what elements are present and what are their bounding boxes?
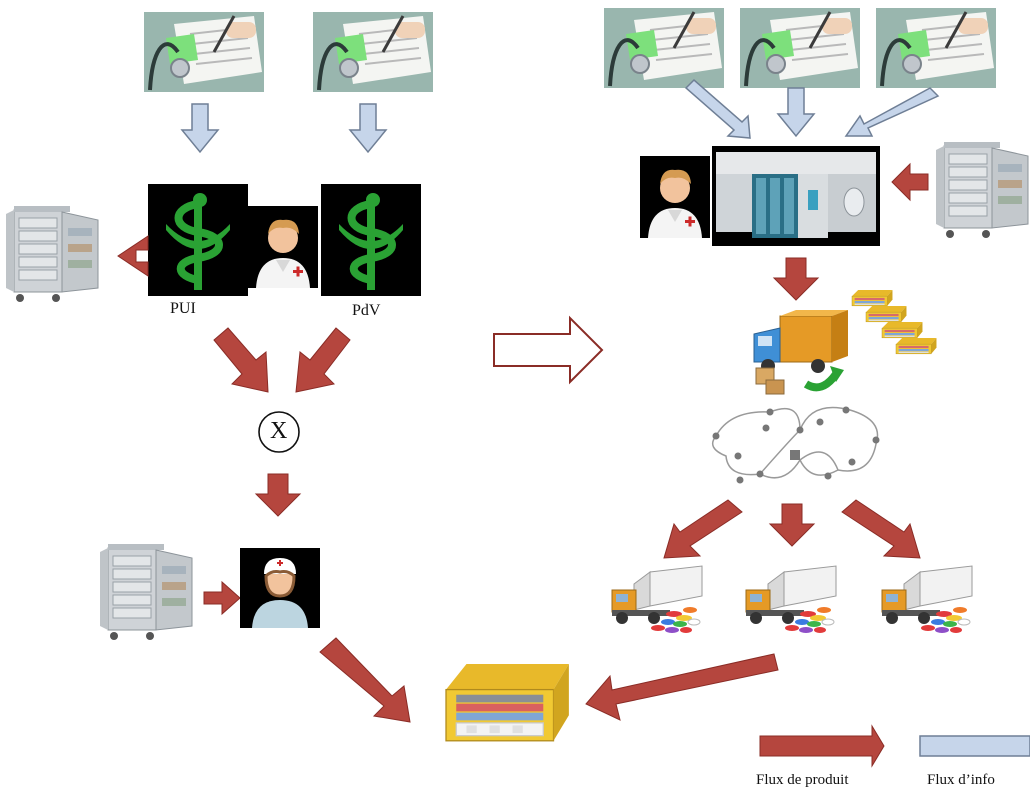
pharmacy-caduceus-icon: [148, 184, 248, 296]
medication-cart-icon: [935, 141, 1029, 239]
product-flow-arrow: [769, 503, 815, 547]
transition-arrow: [493, 315, 604, 385]
product-flow-arrow: [841, 499, 921, 559]
pharmacist-icon: [640, 156, 710, 238]
dump-truck-pills-icon: [881, 565, 973, 634]
prescription-photo-icon: [738, 6, 862, 90]
merge-symbol-label: X: [270, 418, 288, 444]
info-flow-arrow: [181, 103, 219, 153]
legend-product-flow-arrow: [759, 724, 885, 768]
pdv-label: PdV: [352, 302, 381, 319]
pharmacist-icon: [248, 206, 318, 288]
dump-truck-pills-icon: [611, 565, 703, 634]
legend-info-flow-arrow: [919, 735, 1030, 757]
robot-dispenser-icon: [712, 146, 880, 246]
pill-box-icon: [445, 664, 569, 742]
pill-box-icon: [895, 337, 937, 355]
info-flow-arrow: [349, 103, 387, 153]
prescription-photo-icon: [142, 10, 266, 94]
product-flow-arrow: [117, 235, 149, 277]
product-flow-arrow: [585, 653, 779, 721]
info-flow-arrow: [844, 87, 940, 137]
product-flow-arrow: [295, 327, 351, 393]
medication-cart-icon: [5, 205, 99, 303]
pui-label: PUI: [170, 300, 196, 317]
product-flow-arrow: [773, 257, 819, 301]
pharmacy-caduceus-icon: [321, 184, 421, 296]
nurse-icon: [238, 546, 322, 630]
left-current-process: [5, 10, 435, 723]
product-flow-arrow: [213, 327, 269, 393]
prescription-photo-icon: [311, 10, 435, 94]
prescription-photo-icon: [602, 6, 726, 90]
delivery-truck-icon: [753, 310, 848, 395]
info-flow-arrow: [684, 78, 751, 139]
product-flow-arrow: [663, 499, 743, 559]
right-new-process: [585, 6, 1029, 721]
legend-product-flow-label: Flux de produit: [756, 772, 849, 788]
pill-box-icon: [851, 289, 893, 307]
distribution-network-icon: [711, 406, 880, 484]
product-flow-arrow: [319, 637, 411, 723]
product-flow-arrow: [255, 473, 301, 517]
pill-box-icon: [865, 305, 907, 323]
dump-truck-pills-icon: [745, 565, 837, 634]
legend-info-flow-label: Flux d’info: [927, 772, 995, 788]
product-flow-arrow: [203, 580, 241, 616]
merge-symbol: [258, 411, 300, 453]
product-flow-arrow: [891, 162, 929, 202]
medication-cart-icon: [99, 543, 193, 641]
prescription-photo-icon: [874, 6, 998, 90]
pill-box-icon: [881, 321, 923, 339]
info-flow-arrow: [777, 87, 815, 137]
